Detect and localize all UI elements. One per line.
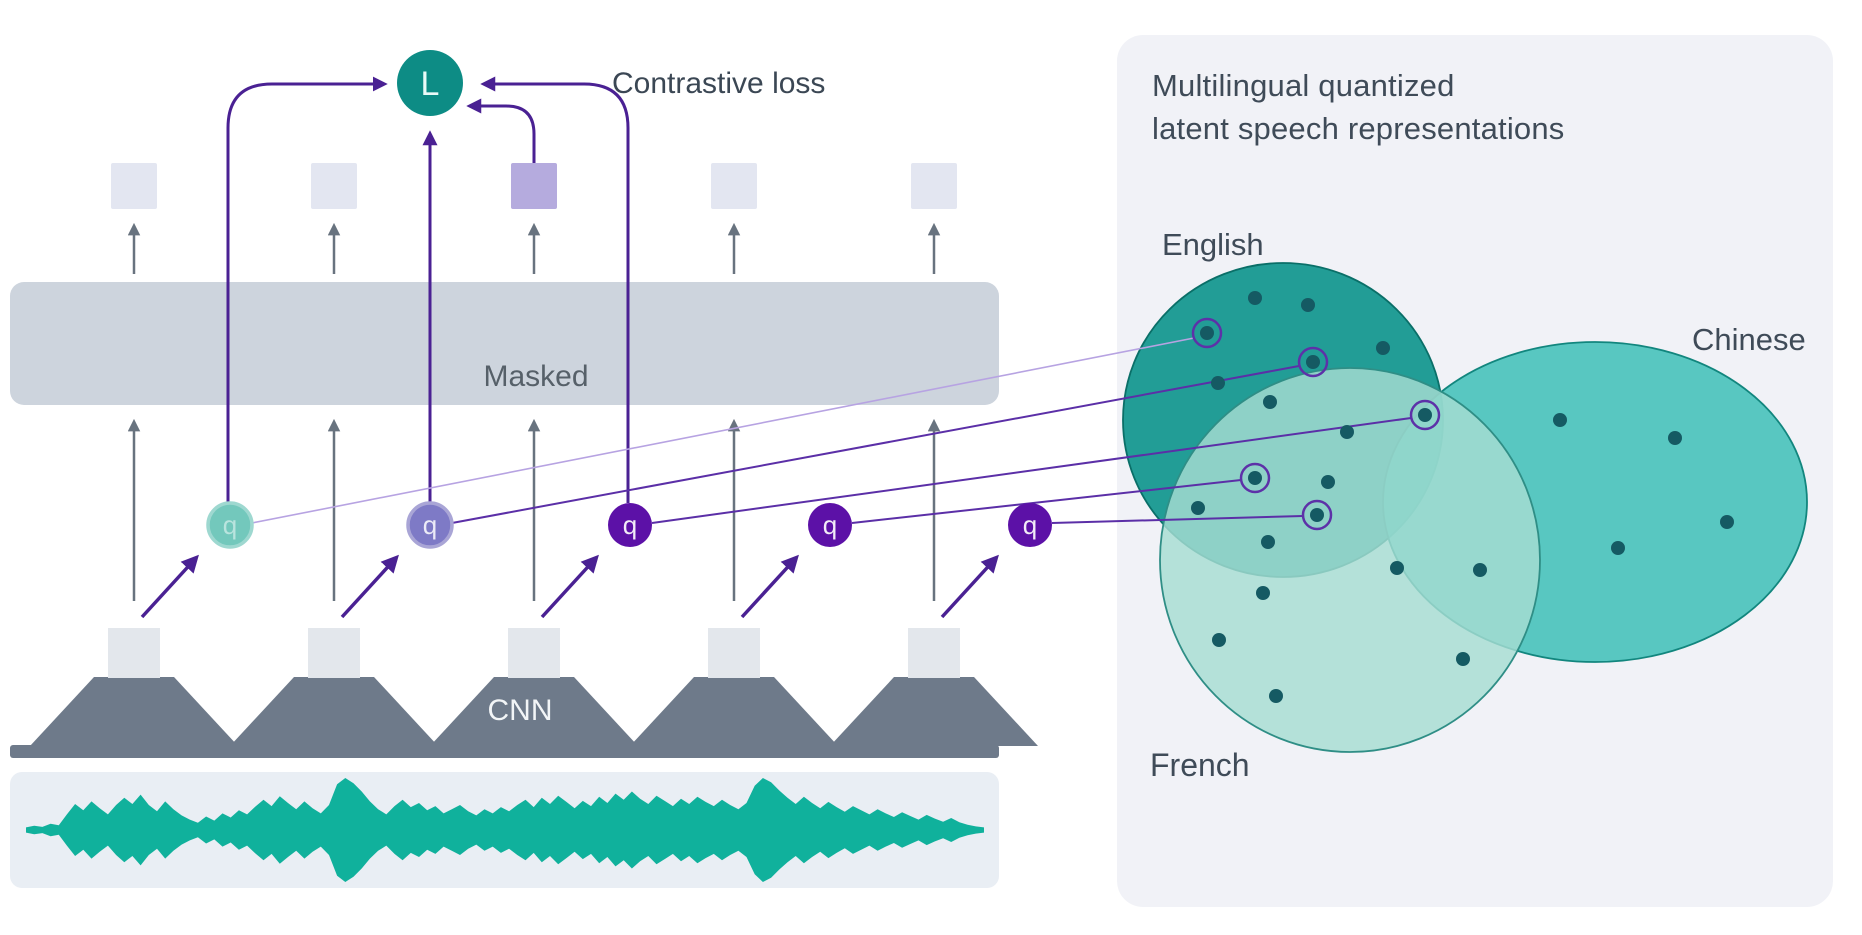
- panel-title-line1: Multilingual quantized: [1152, 68, 1455, 103]
- quantize-arrow: [540, 554, 599, 619]
- latent-dot: [1256, 586, 1270, 600]
- latent-dot: [1456, 652, 1470, 666]
- cnn-label: CNN: [487, 694, 553, 727]
- q-node-letter: q: [823, 510, 837, 540]
- quantize-arrow: [740, 554, 799, 619]
- selected-latent-dot: [1306, 355, 1320, 369]
- q-node-letter: q: [423, 510, 437, 540]
- masked-context-bar: [10, 282, 999, 405]
- selection-ring: [1297, 346, 1329, 378]
- cnn-funnel: [230, 677, 438, 746]
- audio-waveform: [26, 778, 984, 882]
- q-node-letter: q: [623, 510, 637, 540]
- cnn-stem: [108, 628, 160, 678]
- french-label: French: [1150, 747, 1250, 783]
- quantize-arrow: [340, 554, 399, 619]
- output-square: [311, 163, 357, 209]
- cnn-stem: [508, 628, 560, 678]
- q-codebook-link: [851, 479, 1242, 524]
- latent-dot: [1212, 633, 1226, 647]
- selection-ring: [1301, 499, 1333, 531]
- panel-title-line2: latent speech representations: [1152, 111, 1565, 146]
- latent-dot: [1269, 689, 1283, 703]
- q-codebook-link: [251, 337, 1195, 524]
- loss-node-letter: L: [421, 65, 440, 103]
- output-square: [911, 163, 957, 209]
- selection-ring: [1239, 462, 1271, 494]
- selection-ring: [1409, 399, 1441, 431]
- latent-dot: [1301, 298, 1315, 312]
- selected-latent-dot: [1200, 326, 1214, 340]
- latent-dot: [1211, 376, 1225, 390]
- contrastive-loss-node: [397, 50, 463, 116]
- cnn-stem: [908, 628, 960, 678]
- loss-arrow-from-q3: [480, 76, 630, 503]
- cnn-funnel: [30, 677, 238, 746]
- contrastive-loss-label: Contrastive loss: [612, 67, 826, 100]
- selected-latent-dot: [1310, 508, 1324, 522]
- output-square: [711, 163, 757, 209]
- output-square: [111, 163, 157, 209]
- latent-dot: [1191, 501, 1205, 515]
- latent-dot: [1390, 561, 1404, 575]
- latent-dot: [1553, 413, 1567, 427]
- latent-dot: [1321, 475, 1335, 489]
- cnn-stem: [708, 628, 760, 678]
- latent-dot: [1473, 563, 1487, 577]
- quantized-q-node: [206, 501, 254, 549]
- latent-dot: [1263, 395, 1277, 409]
- cnn-funnel: [630, 677, 838, 746]
- loss-arrow-from-q1: [226, 76, 388, 503]
- q-codebook-link: [451, 365, 1300, 524]
- cnn-stem: [308, 628, 360, 678]
- q-codebook-link: [1051, 515, 1304, 524]
- latent-dot: [1720, 515, 1734, 529]
- q-node-letter: q: [1023, 510, 1037, 540]
- selected-latent-dot: [1248, 471, 1262, 485]
- q-codebook-link: [651, 417, 1412, 524]
- masked-output-square: [511, 163, 557, 209]
- latent-dot: [1340, 425, 1354, 439]
- latent-dot: [1611, 541, 1625, 555]
- quantized-q-node: [406, 501, 454, 549]
- latent-dot: [1248, 291, 1262, 305]
- quantize-arrow: [140, 554, 199, 619]
- latent-dot: [1376, 341, 1390, 355]
- cnn-funnel: [830, 677, 1038, 746]
- quantized-q-node: [808, 503, 852, 547]
- cnn-funnel: [430, 677, 638, 746]
- selected-latent-dot: [1418, 408, 1432, 422]
- quantized-q-node: [608, 503, 652, 547]
- cnn-base-strip: [10, 745, 999, 758]
- quantized-q-node: [1008, 503, 1052, 547]
- english-label: English: [1162, 227, 1264, 262]
- chinese-label: Chinese: [1692, 322, 1806, 357]
- loss-arrow-from-masked-square: [466, 98, 536, 163]
- latent-dot: [1261, 535, 1275, 549]
- masked-label: Masked: [483, 360, 589, 393]
- q-node-letter: q: [223, 510, 237, 540]
- latent-dot: [1668, 431, 1682, 445]
- selection-ring: [1191, 317, 1223, 349]
- quantize-arrow: [940, 554, 999, 619]
